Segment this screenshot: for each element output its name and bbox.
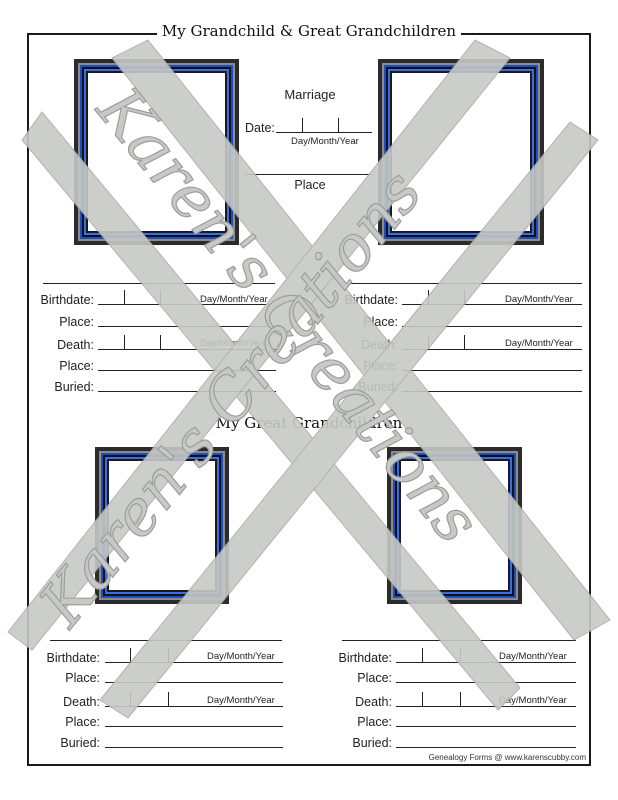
name-line[interactable]	[346, 283, 582, 284]
footer-credit: Genealogy Forms @ www.karenscubby.com	[428, 753, 586, 762]
marriage-date-divider	[302, 118, 303, 132]
birth-place-label: Place:	[59, 315, 94, 329]
birthdate-format: Day/Month/Year	[200, 294, 268, 305]
photo-frame-great-grandchild-right	[387, 447, 522, 604]
buried-label: Buried:	[358, 380, 398, 394]
date-divider	[168, 648, 169, 662]
name-line[interactable]	[43, 283, 275, 284]
date-divider	[124, 290, 125, 304]
birth-place-line[interactable]	[396, 682, 576, 683]
photo-frame-grandchild-left	[74, 59, 239, 245]
date-divider	[160, 335, 161, 349]
death-line[interactable]	[105, 706, 283, 707]
date-divider	[422, 692, 423, 706]
buried-line[interactable]	[396, 747, 576, 748]
birthdate-format: Day/Month/Year	[505, 294, 573, 305]
death-label: Death:	[355, 695, 392, 709]
birthdate-label: Birthdate:	[46, 651, 100, 665]
marriage-date-divider	[338, 118, 339, 132]
buried-line[interactable]	[98, 391, 276, 392]
birthdate-line[interactable]	[105, 662, 283, 663]
name-line[interactable]	[342, 640, 576, 641]
photo-frame-grandchild-right	[378, 59, 544, 245]
death-label: Death:	[63, 695, 100, 709]
death-line[interactable]	[396, 706, 576, 707]
section-heading: My Great Grandchildren	[215, 414, 403, 432]
buried-line[interactable]	[402, 391, 582, 392]
page-title: My Grandchild & Great Grandchildren	[0, 22, 618, 41]
date-divider	[124, 335, 125, 349]
date-divider	[422, 648, 423, 662]
marriage-place-line[interactable]	[245, 174, 373, 175]
death-place-label: Place:	[65, 715, 100, 729]
date-divider	[464, 335, 465, 349]
death-place-line[interactable]	[396, 726, 576, 727]
photo-frame-great-grandchild-left	[95, 447, 229, 604]
buried-label: Buried:	[54, 380, 94, 394]
date-divider	[428, 290, 429, 304]
birth-place-line[interactable]	[105, 682, 283, 683]
date-divider	[130, 692, 131, 706]
date-divider	[168, 692, 169, 706]
death-place-line[interactable]	[402, 370, 582, 371]
death-date-format: Day/Month/Year	[200, 338, 268, 349]
date-divider	[130, 648, 131, 662]
date-divider	[460, 648, 461, 662]
death-label: Death:	[361, 338, 398, 352]
date-divider	[460, 692, 461, 706]
death-date-format: Day/Month/Year	[207, 695, 275, 706]
birthdate-line[interactable]	[396, 662, 576, 663]
birthdate-format: Day/Month/Year	[499, 651, 567, 662]
birthdate-label: Birthdate:	[338, 651, 392, 665]
death-label: Death:	[57, 338, 94, 352]
buried-label: Buried:	[352, 736, 392, 750]
birthdate-label: Birthdate:	[40, 293, 94, 307]
death-date-format: Day/Month/Year	[499, 695, 567, 706]
death-line[interactable]	[402, 349, 582, 350]
date-divider	[160, 290, 161, 304]
death-line[interactable]	[98, 349, 276, 350]
birthdate-label: Birthdate:	[344, 293, 398, 307]
date-divider	[428, 335, 429, 349]
buried-label: Buried:	[60, 736, 100, 750]
birth-place-line[interactable]	[402, 326, 582, 327]
name-line[interactable]	[50, 640, 282, 641]
birth-place-label: Place:	[363, 315, 398, 329]
death-place-label: Place:	[363, 359, 398, 373]
birth-place-line[interactable]	[98, 326, 276, 327]
marriage-place-label: Place	[294, 178, 326, 192]
marriage-date-label: Date:	[245, 121, 275, 135]
marriage-heading: Marriage	[284, 87, 336, 102]
buried-line[interactable]	[105, 747, 283, 748]
death-place-line[interactable]	[98, 370, 276, 371]
birth-place-label: Place:	[65, 671, 100, 685]
death-place-label: Place:	[357, 715, 392, 729]
birth-place-label: Place:	[357, 671, 392, 685]
marriage-date-line[interactable]	[276, 132, 372, 133]
date-divider	[464, 290, 465, 304]
birthdate-format: Day/Month/Year	[207, 651, 275, 662]
death-place-label: Place:	[59, 359, 94, 373]
death-place-line[interactable]	[105, 726, 283, 727]
marriage-date-format: Day/Month/Year	[291, 136, 359, 147]
death-date-format: Day/Month/Year	[505, 338, 573, 349]
